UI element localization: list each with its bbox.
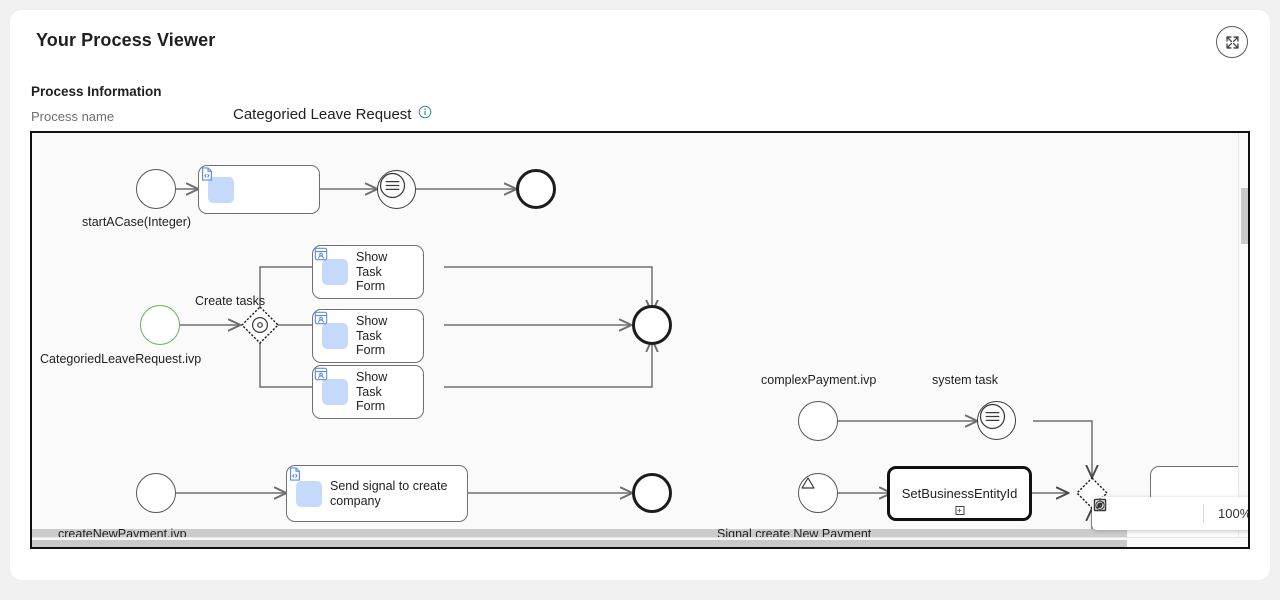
fullscreen-expand-icon bbox=[1224, 34, 1241, 51]
user-task-show-task-form-2-label: Show Task Form bbox=[356, 313, 388, 358]
intermediate-event-system-task-1[interactable] bbox=[377, 170, 416, 209]
system-task-glyph bbox=[379, 172, 406, 199]
signal-triangle-icon bbox=[801, 477, 815, 489]
call-activity-set-business-entity-id[interactable]: SetBusinessEntityId + bbox=[887, 466, 1032, 521]
user-task-show-task-form-1[interactable]: Show Task Form bbox=[312, 245, 424, 299]
user-task-show-task-form-1-label: Show Task Form bbox=[356, 249, 388, 294]
end-event-1[interactable] bbox=[516, 169, 556, 209]
user-task-show-task-form-3-label: Show Task Form bbox=[356, 369, 388, 414]
caption-complex-payment: complexPayment.ivp bbox=[761, 373, 877, 387]
caption-create-tasks: Create tasks bbox=[195, 294, 266, 308]
process-diagram-viewport[interactable]: startACase(Integer) bbox=[30, 131, 1250, 549]
start-event-categoried-leave-request[interactable] bbox=[140, 305, 180, 345]
caption-start-a-case: startACase(Integer) bbox=[82, 215, 192, 229]
expand-selection-button[interactable] bbox=[1094, 499, 1162, 527]
system-task-glyph bbox=[979, 403, 1006, 430]
horizontal-scrollbar-thumb[interactable] bbox=[32, 540, 1127, 547]
intermediate-event-system-task-2[interactable] bbox=[977, 401, 1016, 440]
event-gateway-glyph bbox=[241, 306, 279, 344]
caption-system-task: system task bbox=[932, 373, 998, 387]
signal-start-event[interactable] bbox=[798, 473, 838, 513]
call-activity-label: SetBusinessEntityId bbox=[901, 485, 1018, 501]
process-name-value-group: Categoried Leave Request bbox=[233, 105, 432, 123]
plus-expand-marker[interactable]: + bbox=[955, 506, 964, 515]
vertical-scrollbar[interactable] bbox=[1238, 133, 1248, 537]
event-gateway-create-tasks[interactable] bbox=[240, 305, 280, 345]
start-event-complex-payment[interactable] bbox=[798, 401, 838, 441]
page-title: Your Process Viewer bbox=[36, 30, 216, 50]
process-name-value: Categoried Leave Request bbox=[233, 105, 412, 123]
task-script-1[interactable] bbox=[198, 165, 320, 214]
fullscreen-button[interactable] bbox=[1216, 26, 1248, 58]
start-event-create-new-payment[interactable] bbox=[136, 473, 176, 513]
zoom-toolbar[interactable]: 100% bbox=[1092, 497, 1250, 530]
diagram-canvas[interactable]: startACase(Integer) bbox=[32, 133, 1250, 547]
task-form-icon bbox=[314, 311, 348, 349]
center-target-button[interactable] bbox=[1095, 498, 1194, 527]
section-title-process-information: Process Information bbox=[31, 84, 162, 99]
task-form-icon bbox=[314, 247, 348, 285]
vertical-scrollbar-thumb[interactable] bbox=[1241, 188, 1248, 244]
user-task-show-task-form-2[interactable]: Show Task Form bbox=[312, 309, 424, 363]
end-event-3[interactable] bbox=[632, 473, 672, 513]
caption-categoried-leave-request: CategoriedLeaveRequest.ivp bbox=[40, 352, 202, 366]
horizontal-scrollbar[interactable] bbox=[32, 537, 1248, 547]
user-task-show-task-form-3[interactable]: Show Task Form bbox=[312, 365, 424, 419]
task-send-signal-label: Send signal to create company bbox=[330, 478, 448, 508]
process-name-label: Process name bbox=[31, 109, 115, 124]
task-form-icon bbox=[314, 367, 348, 405]
info-circle-icon[interactable] bbox=[418, 105, 432, 123]
end-event-2[interactable] bbox=[632, 305, 672, 345]
task-send-signal-to-create-company[interactable]: Send signal to create company bbox=[286, 465, 468, 522]
zoom-level-value[interactable]: 100% bbox=[1218, 506, 1250, 521]
start-event-start-a-case[interactable] bbox=[136, 169, 176, 209]
toolbar-divider bbox=[1203, 504, 1204, 523]
script-document-icon bbox=[201, 167, 234, 203]
script-document-icon bbox=[289, 467, 322, 507]
process-viewer-card: Your Process Viewer Process Information … bbox=[10, 10, 1270, 580]
